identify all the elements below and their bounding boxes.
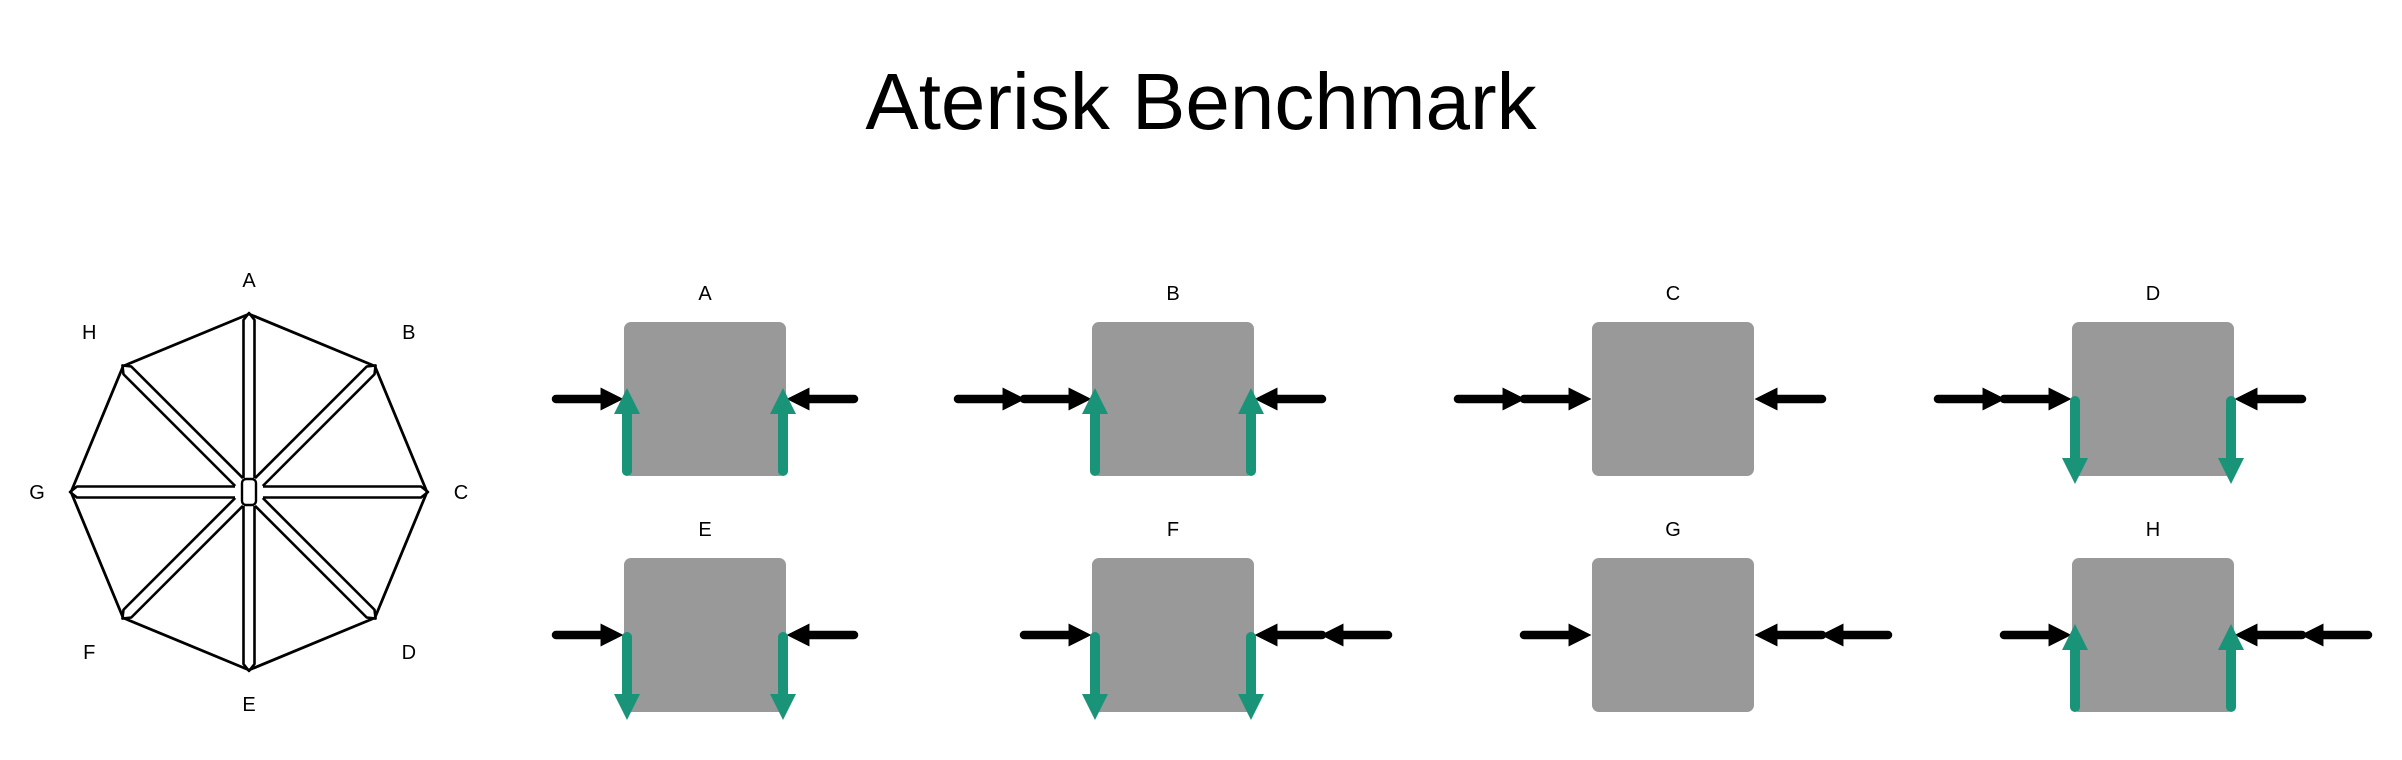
specimen-block bbox=[624, 322, 786, 476]
case-a: A bbox=[551, 283, 859, 476]
octagon-spoke bbox=[254, 364, 377, 487]
octagon-spoke bbox=[263, 485, 430, 499]
case-label: D bbox=[2146, 283, 2160, 305]
page-title: Aterisk Benchmark bbox=[865, 57, 1537, 146]
octagon-label-g: G bbox=[29, 482, 45, 504]
specimen-block bbox=[1092, 558, 1254, 712]
octagon-label-d: D bbox=[402, 642, 416, 664]
case-label: G bbox=[1665, 519, 1681, 541]
case-b: B bbox=[953, 283, 1327, 476]
octagon-spoke bbox=[68, 485, 235, 499]
octagon-specimen: A B C D E F G H bbox=[29, 270, 468, 716]
case-label: C bbox=[1666, 283, 1680, 305]
octagon-spoke bbox=[121, 497, 244, 620]
octagon-spoke bbox=[121, 364, 244, 487]
case-h: H bbox=[1999, 519, 2373, 712]
octagon-hub bbox=[240, 477, 258, 507]
octagon-spoke bbox=[242, 506, 256, 673]
case-f: F bbox=[1019, 519, 1393, 720]
case-label: B bbox=[1166, 283, 1179, 305]
specimen-block bbox=[1092, 322, 1254, 476]
case-e: E bbox=[551, 519, 859, 720]
octagon-label-a: A bbox=[242, 270, 256, 292]
specimen-block bbox=[2072, 558, 2234, 712]
case-g: G bbox=[1519, 519, 1893, 712]
octagon-label-e: E bbox=[242, 694, 255, 716]
octagon-spoke bbox=[254, 497, 377, 620]
octagon-label-b: B bbox=[402, 322, 415, 344]
octagon-label-c: C bbox=[454, 482, 468, 504]
octagon-spoke bbox=[242, 311, 256, 478]
case-label: E bbox=[698, 519, 711, 541]
case-label: H bbox=[2146, 519, 2160, 541]
case-d: D bbox=[1933, 283, 2307, 484]
octagon-label-h: H bbox=[82, 322, 96, 344]
specimen-block bbox=[624, 558, 786, 712]
specimen-block bbox=[1592, 558, 1754, 712]
case-label: A bbox=[698, 283, 712, 305]
load-cases: A B C D E F G H bbox=[551, 283, 2373, 720]
case-c: C bbox=[1453, 283, 1827, 476]
specimen-block bbox=[1592, 322, 1754, 476]
case-label: F bbox=[1167, 519, 1179, 541]
specimen-block bbox=[2072, 322, 2234, 476]
octagon-label-f: F bbox=[83, 642, 95, 664]
